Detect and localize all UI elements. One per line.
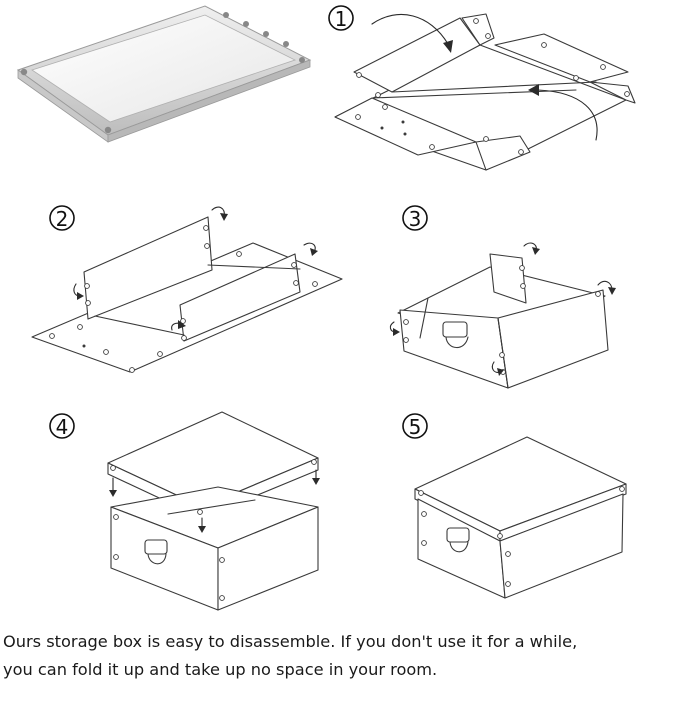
step-badge-1: 1 <box>328 5 354 31</box>
step-1-illustration <box>334 13 636 171</box>
step-number-4: 4 <box>56 415 69 439</box>
step-number-3: 3 <box>409 207 422 231</box>
instructions-caption: Ours storage box is easy to disassemble.… <box>3 628 679 684</box>
step-number-1: 1 <box>335 7 348 31</box>
step-badge-3: 3 <box>402 205 428 231</box>
caption-line-1: Ours storage box is easy to disassemble.… <box>3 632 578 651</box>
step-2-illustration <box>31 206 343 373</box>
step-badge-2: 2 <box>49 205 75 231</box>
step-4-illustration <box>107 411 320 611</box>
caption-line-2: you can fold it up and take up no space … <box>3 660 438 679</box>
step-badge-5: 5 <box>402 413 428 439</box>
step-number-5: 5 <box>409 415 422 439</box>
step-number-2: 2 <box>56 207 69 231</box>
folded-tray-photo <box>16 5 312 143</box>
step-3-illustration <box>389 242 616 389</box>
step-badge-4: 4 <box>49 413 75 439</box>
step-5-illustration <box>414 436 627 599</box>
